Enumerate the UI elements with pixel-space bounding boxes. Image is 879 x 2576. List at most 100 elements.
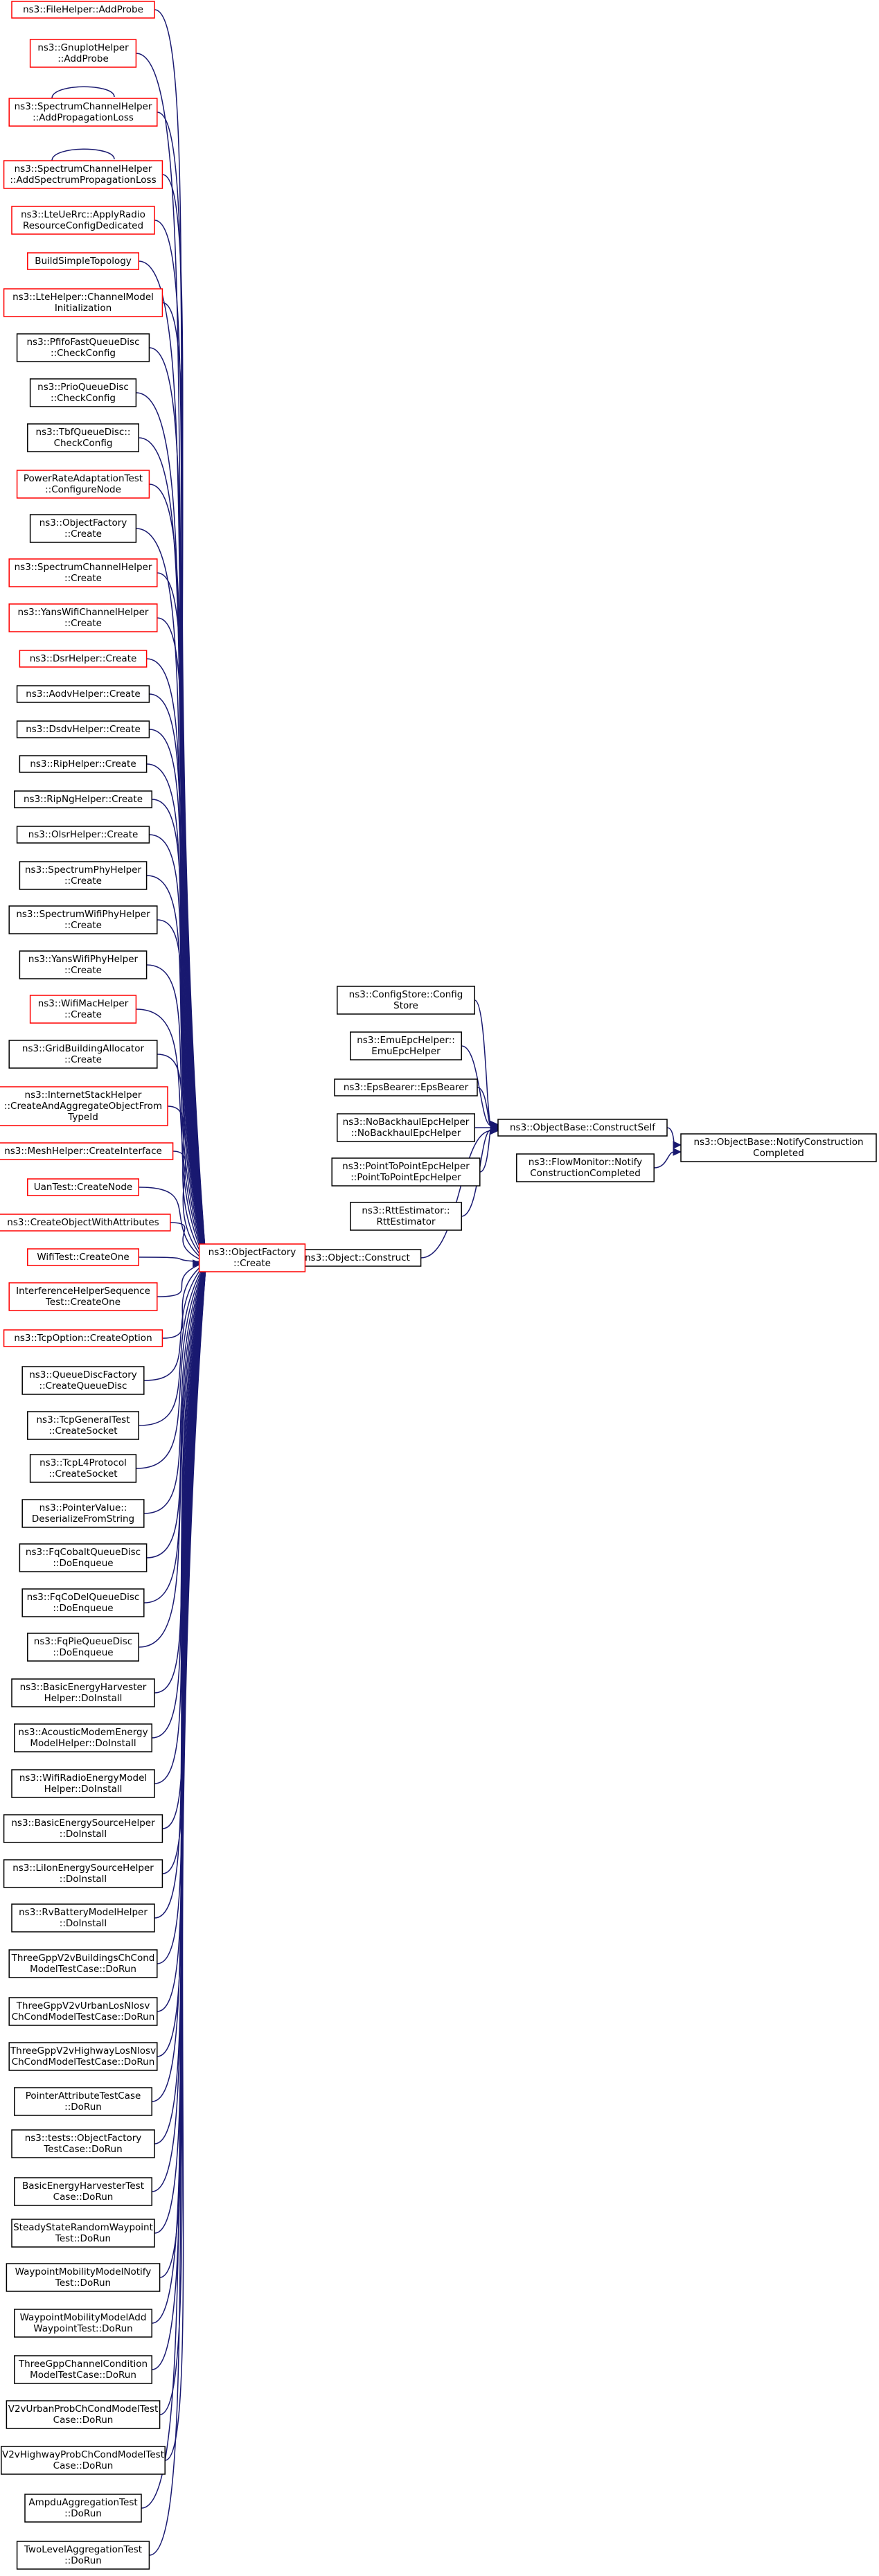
node-label: ::Create bbox=[233, 1258, 271, 1269]
caller-ns3-lteuerrc-applyradio-resourceconfigdedicated[interactable]: ns3::LteUeRrc::ApplyRadioResourceConfigD… bbox=[11, 206, 155, 235]
node-label: ns3::PrioQueueDisc bbox=[37, 382, 129, 393]
caller-uantest-createnode[interactable]: UanTest::CreateNode bbox=[27, 1178, 139, 1196]
node-label: SteadyStateRandomWaypoint bbox=[13, 2222, 153, 2233]
node-label: ::DoEnqueue bbox=[53, 1647, 113, 1658]
node-label: WaypointMobilityModelAdd bbox=[20, 2312, 147, 2323]
caller-ns3-rvbatterymodelhelper-doinstall[interactable]: ns3::RvBatteryModelHelper::DoInstall bbox=[11, 1903, 155, 1933]
caller-ns3-fqcodelqueuedisc-doenqueue[interactable]: ns3::FqCoDelQueueDisc::DoEnqueue bbox=[21, 1588, 145, 1617]
caller-ns3-spectrumchannelhelper-create[interactable]: ns3::SpectrumChannelHelper::Create bbox=[8, 558, 158, 587]
node-epsbearer[interactable]: ns3::EpsBearer::EpsBearer bbox=[334, 1078, 478, 1096]
caller-ns3-dsdvhelper-create[interactable]: ns3::DsdvHelper::Create bbox=[16, 720, 150, 738]
caller-pointerattributetestcase-dorun[interactable]: PointerAttributeTestCase::DoRun bbox=[14, 2087, 152, 2116]
caller-ns3-liionenergysourcehelper-doinstall[interactable]: ns3::LiIonEnergySourceHelper::DoInstall bbox=[3, 1859, 163, 1888]
caller-ns3-pfifofastqueuedisc-checkconfig[interactable]: ns3::PfifoFastQueueDisc::CheckConfig bbox=[16, 333, 150, 362]
node-label: ns3::ObjectFactory bbox=[208, 1247, 296, 1258]
caller-ns3-tbfqueuedisc-checkconfig[interactable]: ns3::TbfQueueDisc::CheckConfig bbox=[27, 423, 139, 452]
caller-ns3-gnuplothelper-addprobe[interactable]: ns3::GnuplotHelper::AddProbe bbox=[29, 39, 137, 68]
node-emuepc[interactable]: ns3::EmuEpcHelper::EmuEpcHelper bbox=[350, 1031, 462, 1060]
caller-ns3-spectrumphyhelper-create[interactable]: ns3::SpectrumPhyHelper::Create bbox=[19, 861, 148, 890]
node-p2pepc[interactable]: ns3::PointToPointEpcHelper::PointToPoint… bbox=[331, 1157, 481, 1187]
caller-ns3-gridbuildingallocator-create[interactable]: ns3::GridBuildingAllocator::Create bbox=[8, 1040, 158, 1069]
caller-ns3-riphelper-create[interactable]: ns3::RipHelper::Create bbox=[19, 755, 148, 773]
node-label: ::Create bbox=[64, 965, 102, 976]
caller-threegppv2vbuildingschcond-modeltestcase-dorun[interactable]: ThreeGppV2vBuildingsChCondModelTestCase:… bbox=[8, 1949, 158, 1978]
call-edge bbox=[654, 1151, 675, 1169]
caller-ns3-meshhelper-createinterface[interactable]: ns3::MeshHelper::CreateInterface bbox=[0, 1142, 174, 1160]
caller-ns3-pointervalue-deserializefromstring[interactable]: ns3::PointerValue::DeserializeFromString bbox=[21, 1499, 145, 1528]
caller-ns3-basicenergyharvester-helper-doinstall[interactable]: ns3::BasicEnergyHarvesterHelper::DoInsta… bbox=[11, 1678, 155, 1707]
node-label: ns3::CreateObjectWithAttributes bbox=[7, 1217, 159, 1228]
node-label: ::DoRun bbox=[64, 2102, 102, 2113]
caller-ampduaggregationtest-dorun[interactable]: AmpduAggregationTest::DoRun bbox=[24, 2494, 142, 2523]
node-configstore[interactable]: ns3::ConfigStore::ConfigStore bbox=[337, 986, 475, 1015]
caller-ns3-acousticmodemenergy-modelhelper-doinstall[interactable]: ns3::AcousticModemEnergyModelHelper::DoI… bbox=[14, 1723, 152, 1752]
caller-threegppv2vhighwaylosnlosv-chcondmodeltestcase-dorun[interactable]: ThreeGppV2vHighwayLosNlosvChCondModelTes… bbox=[8, 2042, 158, 2071]
caller-ns3-fqcobaltqueuedisc-doenqueue[interactable]: ns3::FqCobaltQueueDisc::DoEnqueue bbox=[19, 1543, 148, 1572]
node-construct-self[interactable]: ns3::ObjectBase::ConstructSelf bbox=[497, 1119, 668, 1137]
caller-twolevelaggregationtest-dorun[interactable]: TwoLevelAggregationTest::DoRun bbox=[16, 2541, 150, 2570]
caller-ns3-objectfactory-create[interactable]: ns3::ObjectFactory::Create bbox=[29, 514, 137, 543]
call-edge bbox=[162, 1261, 207, 1339]
caller-waypointmobilitymodeladd-waypointtest-dorun[interactable]: WaypointMobilityModelAddWaypointTest::Do… bbox=[14, 2309, 152, 2338]
node-nobackhaul[interactable]: ns3::NoBackhaulEpcHelper::NoBackhaulEpcH… bbox=[337, 1113, 475, 1142]
caller-ns3-ripnghelper-create[interactable]: ns3::RipNgHelper::Create bbox=[14, 790, 152, 808]
caller-ns3-aodvhelper-create[interactable]: ns3::AodvHelper::Create bbox=[16, 685, 150, 703]
node-label: ThreeGppV2vUrbanLosNlosv bbox=[16, 2000, 150, 2011]
node-box bbox=[24, 2494, 142, 2523]
caller-ns3-queuediscfactory-createqueuedisc[interactable]: ns3::QueueDiscFactory::CreateQueueDisc bbox=[21, 1366, 145, 1395]
node-factory-create[interactable]: ns3::ObjectFactory::Create bbox=[198, 1243, 306, 1272]
caller-ns3-filehelper-addprobe[interactable]: ns3::FileHelper::AddProbe bbox=[11, 1, 155, 19]
caller-ns3-createobjectwithattributes[interactable]: ns3::CreateObjectWithAttributes bbox=[0, 1214, 171, 1232]
node-label: BasicEnergyHarvesterTest bbox=[22, 2180, 144, 2192]
node-label: ::Create bbox=[64, 573, 102, 584]
node-label: ns3::SpectrumChannelHelper bbox=[15, 163, 152, 175]
node-box bbox=[6, 2263, 161, 2292]
caller-ns3-spectrumwifiphyhelper-create[interactable]: ns3::SpectrumWifiPhyHelper::Create bbox=[8, 905, 158, 934]
node-label: ns3::OlsrHelper::Create bbox=[28, 829, 139, 840]
node-rtt[interactable]: ns3::RttEstimator::RttEstimator bbox=[350, 1202, 462, 1231]
node-label: V2vHighwayProbChCondModelTest bbox=[2, 2449, 164, 2460]
caller-ns3-olsrhelper-create[interactable]: ns3::OlsrHelper::Create bbox=[16, 826, 150, 844]
caller-ns3-spectrumchannelhelper-addpropagationloss[interactable]: ns3::SpectrumChannelHelper::AddPropagati… bbox=[8, 98, 158, 127]
node-object-construct[interactable]: ns3::Object::Construct bbox=[293, 1249, 422, 1267]
caller-ns3-fqpiequeuedisc-doenqueue[interactable]: ns3::FqPieQueueDisc::DoEnqueue bbox=[27, 1633, 139, 1662]
caller-ns3-basicenergysourcehelper-doinstall[interactable]: ns3::BasicEnergySourceHelper::DoInstall bbox=[3, 1814, 163, 1843]
caller-ns3-dsrhelper-create[interactable]: ns3::DsrHelper::Create bbox=[19, 650, 148, 668]
caller-ns3-tcpgeneraltest-createsocket[interactable]: ns3::TcpGeneralTest::CreateSocket bbox=[27, 1411, 139, 1440]
caller-ns3-yanswifiphyhelper-create[interactable]: ns3::YansWifiPhyHelper::Create bbox=[19, 950, 148, 979]
caller-ns3-tcpl4protocol-createsocket[interactable]: ns3::TcpL4Protocol::CreateSocket bbox=[29, 1454, 137, 1483]
caller-interferencehelpersequence-test-createone[interactable]: InterferenceHelperSequenceTest::CreateOn… bbox=[8, 1282, 158, 1311]
caller-ns3-yanswifichannelhelper-create[interactable]: ns3::YansWifiChannelHelper::Create bbox=[8, 603, 158, 632]
node-label: ::Create bbox=[64, 528, 102, 540]
node-flowmonitor[interactable]: ns3::FlowMonitor::NotifyConstructionComp… bbox=[516, 1153, 655, 1182]
node-box bbox=[6, 2400, 161, 2429]
caller-ns3-wifimachelper-create[interactable]: ns3::WifiMacHelper::Create bbox=[29, 995, 137, 1024]
call-edge bbox=[139, 437, 207, 1263]
caller-ns3-prioqueuedisc-checkconfig[interactable]: ns3::PrioQueueDisc::CheckConfig bbox=[29, 378, 137, 407]
call-edge bbox=[172, 1151, 207, 1263]
node-box bbox=[198, 1243, 306, 1272]
caller-ns3-ltehelper-channelmodel-initialization[interactable]: ns3::LteHelper::ChannelModelInitializati… bbox=[3, 288, 163, 317]
caller-ns3-tcpoption-createoption[interactable]: ns3::TcpOption::CreateOption bbox=[3, 1329, 163, 1347]
call-edge bbox=[420, 1130, 492, 1259]
node-box bbox=[19, 755, 148, 773]
node-label: ThreeGppChannelCondition bbox=[18, 2359, 148, 2370]
node-box bbox=[350, 1031, 462, 1060]
caller-wifitest-createone[interactable]: WifiTest::CreateOne bbox=[27, 1248, 139, 1266]
caller-powerrateadaptationtest-configurenode[interactable]: PowerRateAdaptationTest::ConfigureNode bbox=[16, 470, 150, 499]
node-label: ns3::tests::ObjectFactory bbox=[25, 2133, 142, 2144]
caller-threegppv2vurbanlosnlosv-chcondmodeltestcase-dorun[interactable]: ThreeGppV2vUrbanLosNlosvChCondModelTestC… bbox=[8, 1997, 158, 2026]
caller-buildsimpletopology[interactable]: BuildSimpleTopology bbox=[27, 252, 139, 270]
node-box bbox=[29, 514, 137, 543]
focus-node-notifyconstructioncompleted[interactable]: ns3::ObjectBase::NotifyConstructionCompl… bbox=[680, 1133, 877, 1162]
caller-ns3-internetstackhelper-createandaggregateobjectfrom-typeid[interactable]: ns3::InternetStackHelper::CreateAndAggre… bbox=[0, 1086, 168, 1126]
caller-ns3-spectrumchannelhelper-addspectrumpropagationloss[interactable]: ns3::SpectrumChannelHelper::AddSpectrumP… bbox=[3, 160, 163, 189]
caller-ns3-wifiradioenergymodel-helper-doinstall[interactable]: ns3::WifiRadioEnergyModelHelper::DoInsta… bbox=[11, 1769, 155, 1798]
caller-threegppchannelcondition-modeltestcase-dorun[interactable]: ThreeGppChannelConditionModelTestCase::D… bbox=[14, 2355, 152, 2384]
